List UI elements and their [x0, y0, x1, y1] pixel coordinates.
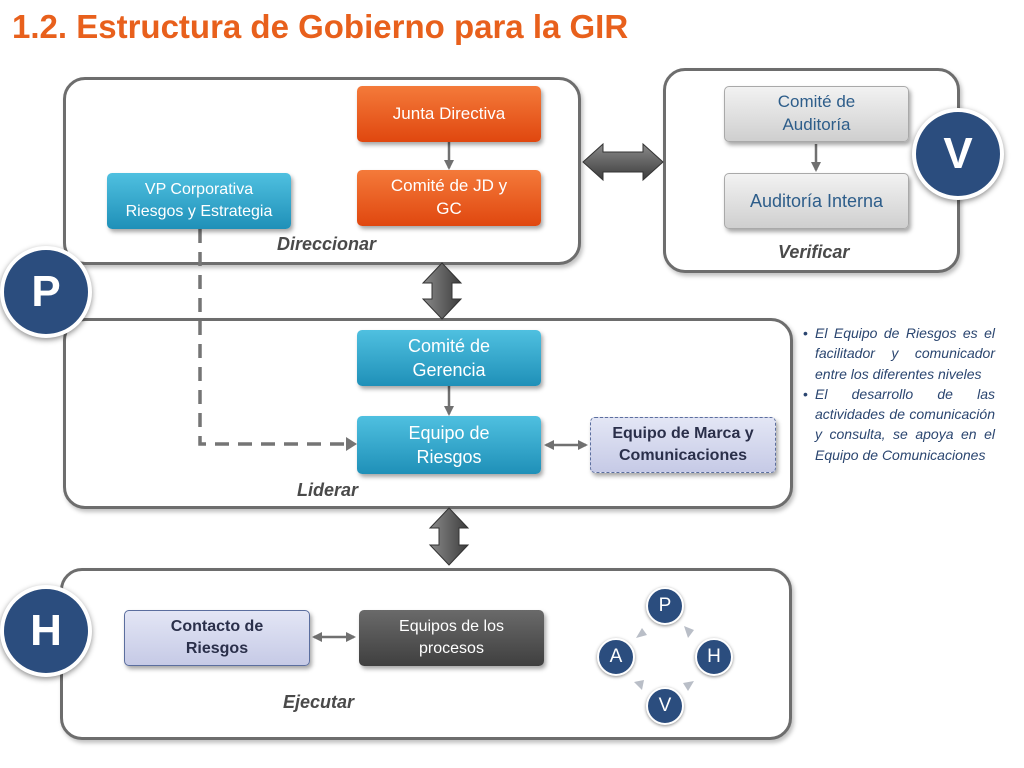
comite-gerencia-label-2: Gerencia	[412, 360, 486, 380]
equipo-marca-label-2: Comunicaciones	[618, 447, 748, 464]
double-block-arrow-icon	[582, 142, 664, 182]
comite-auditoria-label-1: Comité de	[777, 92, 856, 112]
junta-directiva-label: Junta Directiva	[392, 103, 506, 123]
cycle-v-node: V	[646, 687, 684, 725]
note-item: El Equipo de Riesgos es el facilitador y…	[803, 323, 995, 384]
comite-jd-gc-label-1: Comité de JD y	[390, 176, 508, 196]
double-block-arrow-icon	[421, 262, 463, 320]
double-block-arrow-icon	[428, 507, 470, 566]
cycle-arrow-icon	[634, 680, 644, 690]
verificar-label: Verificar	[778, 242, 850, 262]
phase-h-badge: H	[0, 585, 92, 677]
comite-jd-gc-label-2: GC	[436, 199, 462, 218]
contacto-riesgos-label-2: Riesgos	[185, 640, 249, 657]
equipos-procesos-box: Equipos de los procesos	[359, 610, 544, 666]
comite-gerencia-label-1: Comité de	[407, 335, 491, 356]
comite-jd-gc-box: Comité de JD y GC	[357, 170, 541, 226]
cycle-arrow-icon	[683, 681, 694, 691]
note-item: El desarrollo de las actividades de comu…	[803, 384, 995, 465]
cycle-arrow-icon	[684, 626, 694, 638]
direccionar-label: Direccionar	[277, 234, 377, 254]
liderar-label: Liderar	[297, 480, 359, 500]
equipos-procesos-label-2: procesos	[419, 640, 484, 657]
dashed-connector-arrowhead	[346, 437, 357, 451]
auditoria-interna-label: Auditoría Interna	[749, 190, 884, 211]
equipo-marca-label-1: Equipo de Marca y	[612, 425, 754, 443]
page-title: 1.2. Estructura de Gobierno para la GIR	[12, 8, 629, 45]
vp-corporativa-label-2: Riesgos y Estrategia	[125, 203, 273, 220]
equipo-riesgos-label-2: Riesgos	[416, 447, 482, 467]
contacto-riesgos-box: Contacto de Riesgos	[124, 610, 310, 666]
equipo-riesgos-box: Equipo de Riesgos	[357, 416, 541, 474]
notes-list: El Equipo de Riesgos es el facilitador y…	[803, 323, 995, 465]
cycle-h-node: H	[695, 638, 733, 676]
cycle-arrow-icon	[636, 628, 647, 638]
comite-gerencia-box: Comité de Gerencia	[357, 330, 541, 386]
phase-v-badge: V	[912, 108, 1004, 200]
junta-directiva-box: Junta Directiva	[357, 86, 541, 142]
dashed-connector	[198, 229, 352, 446]
comite-auditoria-label-2: Auditoría	[782, 115, 851, 134]
auditoria-interna-box: Auditoría Interna	[724, 173, 909, 229]
vp-corporativa-label-1: VP Corporativa	[144, 181, 254, 199]
equipos-procesos-label-1: Equipos de los	[399, 618, 504, 636]
ejecutar-label: Ejecutar	[283, 692, 355, 712]
equipo-marca-box: Equipo de Marca y Comunicaciones	[590, 417, 776, 473]
cycle-p-node: P	[646, 587, 684, 625]
equipo-riesgos-label-1: Equipo de	[408, 422, 490, 443]
cycle-a-node: A	[597, 638, 635, 676]
comite-auditoria-box: Comité de Auditoría	[724, 86, 909, 142]
phase-p-badge: P	[0, 246, 92, 338]
contacto-riesgos-label-1: Contacto de	[170, 618, 264, 636]
